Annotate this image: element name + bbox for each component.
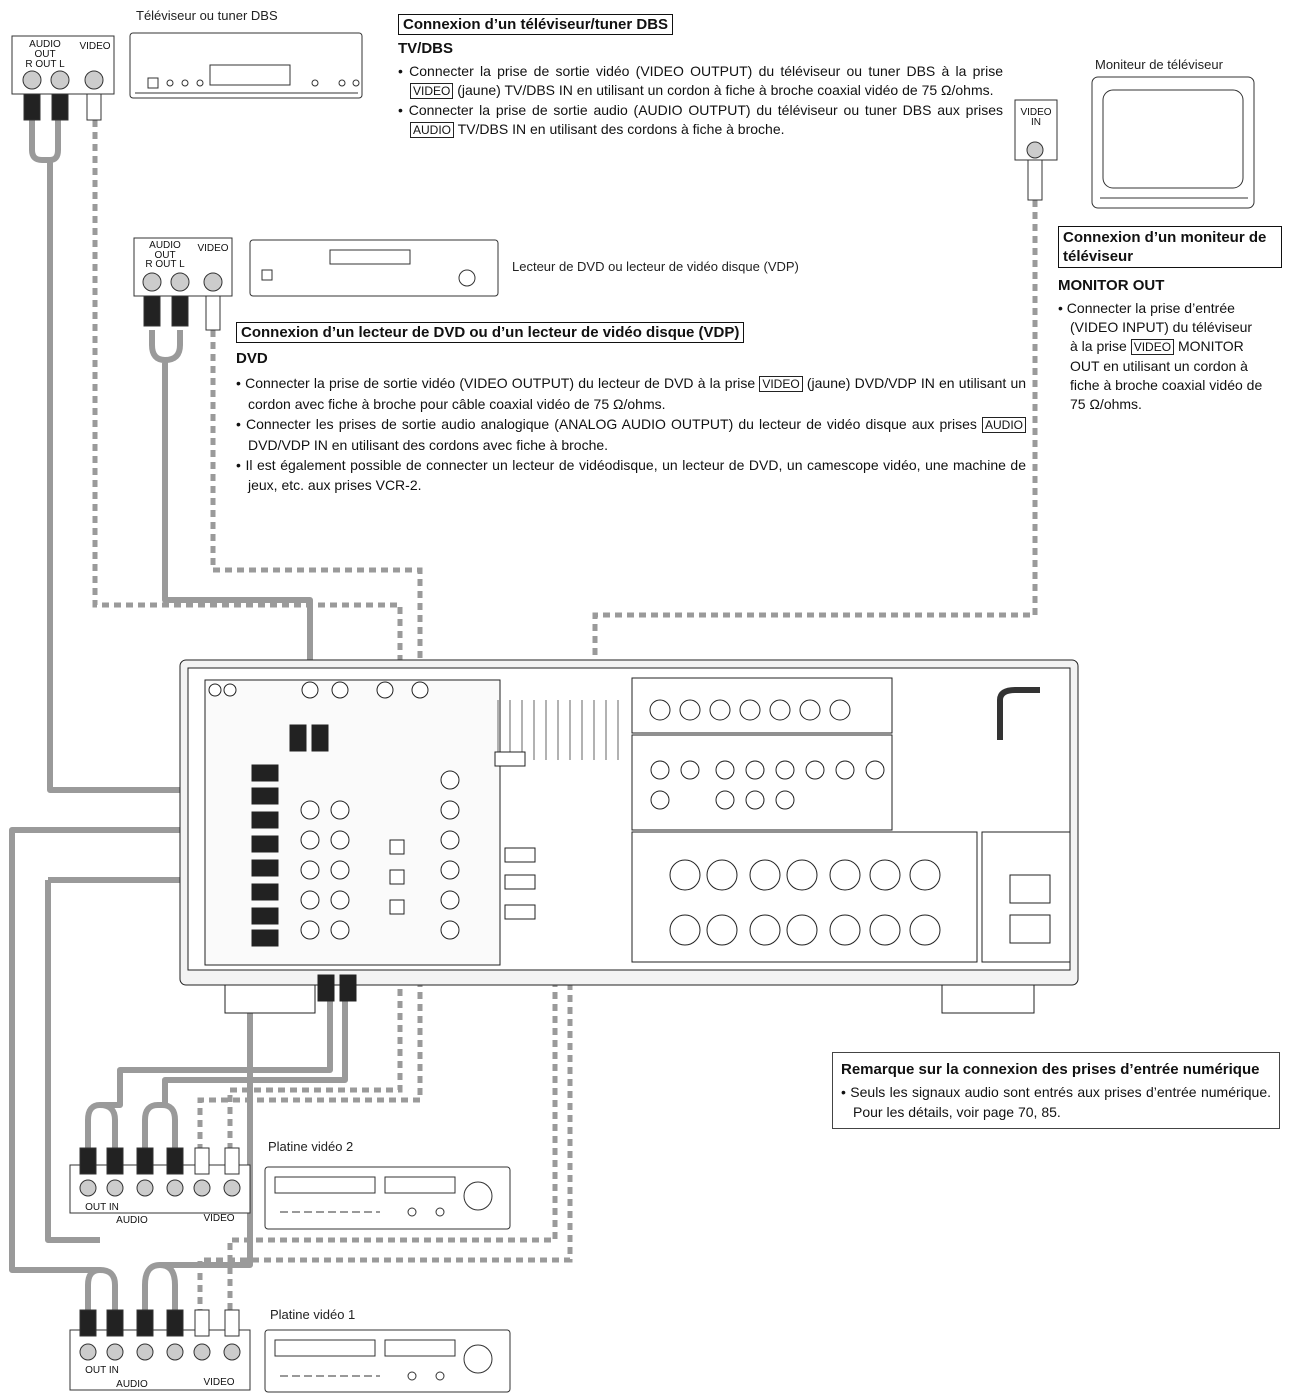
tv-r-l-label: R OUT L xyxy=(25,59,65,70)
dvd-section-text: • Connecter la prise de sortie vidéo (VI… xyxy=(236,373,1026,495)
monitor-label: Moniteur de téléviseur xyxy=(1095,57,1223,72)
dvd-audio-out-label: AUDIO OUT xyxy=(149,240,181,261)
video-tag: VIDEO xyxy=(1130,339,1175,355)
video-tag: VIDEO xyxy=(759,376,803,392)
dvd-section-subtitle: DVD xyxy=(236,350,268,367)
tv-audio-out-label: AUDIO OUT xyxy=(29,39,61,60)
monitor-section-title: Connexion d’un moniteur de téléviseur xyxy=(1058,226,1282,268)
monitor-section-text: • Connecter la prise d’entrée (VIDEO INP… xyxy=(1058,299,1263,414)
dvd-jack-panel xyxy=(133,237,233,331)
note-bullet-1: • Seuls les signaux audio sont entrés au… xyxy=(841,1084,1271,1120)
vcr1-jack-panel xyxy=(69,1309,251,1391)
dvd-bullet-2: • Connecter les prises de sortie audio a… xyxy=(236,414,1027,455)
dvd-bullet-1: • Connecter la prise de sortie vidéo (VI… xyxy=(236,375,1027,412)
vcr2-jack-panel xyxy=(69,1147,251,1214)
monitor-device xyxy=(1091,76,1255,209)
vcr1-out-in-label: OUT IN xyxy=(85,1365,119,1376)
dvd-device xyxy=(249,239,499,297)
tv-section-text: • Connecter la prise de sortie vidéo (VI… xyxy=(398,62,1003,140)
monitor-video-in-label: VIDEO IN xyxy=(1020,107,1052,128)
tv-tuner-label: Téléviseur ou tuner DBS xyxy=(136,8,278,23)
tv-section-title: Connexion d’un téléviseur/tuner DBS xyxy=(398,14,674,35)
receiver-vents xyxy=(497,700,619,760)
vcr2-device xyxy=(264,1166,511,1230)
digital-input-note: Remarque sur la connexion des prises d’e… xyxy=(832,1052,1280,1129)
dvd-section-title: Connexion d’un lecteur de DVD ou d’un le… xyxy=(236,322,745,343)
vcr2-out-in-label: OUT IN xyxy=(85,1202,119,1213)
audio-tag: AUDIO xyxy=(410,122,455,138)
dvd-video-label: VIDEO xyxy=(197,243,229,254)
vcr1-video-label: VIDEO xyxy=(203,1377,235,1388)
audio-tag: AUDIO xyxy=(982,417,1027,433)
dvd-bullet-3: • Il est également possible de connecter… xyxy=(236,457,1027,493)
dvd-r-l-label: R OUT L xyxy=(145,259,185,270)
tv-section-subtitle: TV/DBS xyxy=(398,40,454,57)
receiver-plugs xyxy=(251,724,536,1002)
dvd-label: Lecteur de DVD ou lecteur de vidéo disqu… xyxy=(512,259,799,274)
vcr2-audio-label: AUDIO xyxy=(116,1215,148,1226)
video-tag: VIDEO xyxy=(410,83,454,99)
vcr2-label: Platine vidéo 2 xyxy=(268,1139,354,1154)
tv-tuner-device xyxy=(129,32,363,99)
vcr1-device xyxy=(264,1329,511,1393)
tv-bullet-2: • Connecter la prise de sortie audio (AU… xyxy=(398,102,1003,138)
vcr2-video-label: VIDEO xyxy=(203,1213,235,1224)
audio-cables xyxy=(9,120,348,1330)
monitor-jack-panel xyxy=(1014,99,1058,201)
receiver-connectors xyxy=(208,681,941,946)
tv-jack-panel xyxy=(11,35,115,121)
note-title: Remarque sur la connexion des prises d’e… xyxy=(841,1061,1260,1078)
tv-bullet-1: • Connecter la prise de sortie vidéo (VI… xyxy=(398,63,1003,99)
tv-video-label: VIDEO xyxy=(79,41,111,52)
vcr1-audio-label: AUDIO xyxy=(116,1379,148,1390)
monitor-section-subtitle: MONITOR OUT xyxy=(1058,277,1165,294)
monitor-bullet-1: • Connecter la prise d’entrée (VIDEO INP… xyxy=(1058,300,1263,412)
vcr1-label: Platine vidéo 1 xyxy=(270,1307,356,1322)
